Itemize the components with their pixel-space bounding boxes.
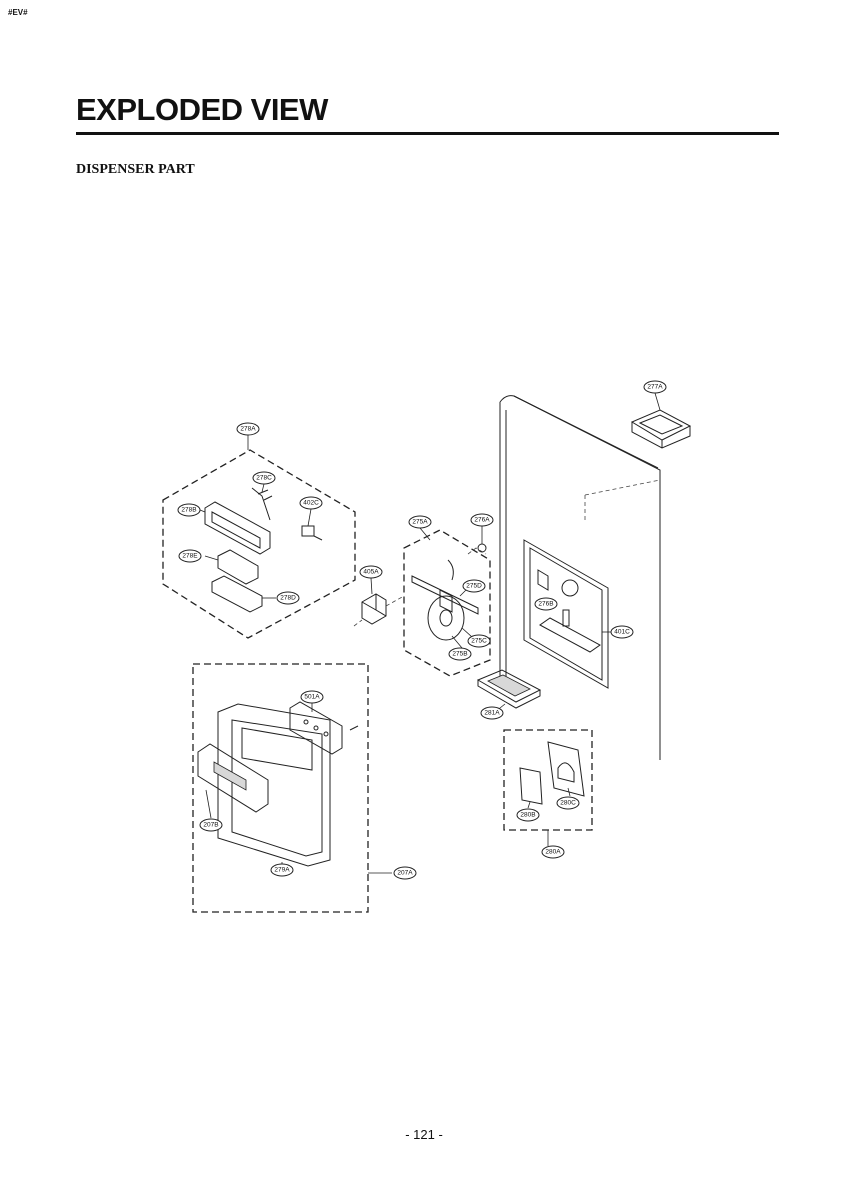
callout-402C: 402C	[299, 496, 323, 510]
svg-text:278A: 278A	[240, 426, 256, 433]
callout-278A: 278A	[236, 422, 260, 436]
callout-281A: 281A	[480, 706, 504, 720]
svg-text:207A: 207A	[397, 870, 413, 877]
callout-279A: 279A	[270, 863, 294, 877]
callout-207A: 207A	[393, 866, 417, 880]
callout-280A: 280A	[541, 845, 565, 859]
group-207A	[192, 663, 392, 913]
svg-text:277A: 277A	[647, 384, 663, 391]
group-280A	[503, 729, 593, 846]
svg-text:278E: 278E	[182, 553, 198, 560]
svg-text:401C: 401C	[614, 629, 630, 636]
svg-text:276B: 276B	[538, 601, 553, 608]
callout-277A: 277A	[643, 380, 667, 394]
page-number: - 121 -	[405, 1127, 443, 1142]
svg-text:405A: 405A	[363, 569, 379, 576]
part-276A	[467, 526, 487, 555]
callout-401C: 401C	[610, 625, 634, 639]
callout-275C: 275C	[467, 634, 491, 648]
group-275A	[403, 527, 491, 677]
svg-text:280C: 280C	[560, 800, 576, 807]
callout-276A: 276A	[470, 513, 494, 527]
callout-275B: 275B	[448, 647, 472, 661]
page-title: EXPLODED VIEW	[76, 92, 328, 127]
group-278A	[162, 435, 356, 639]
svg-text:501A: 501A	[304, 694, 320, 701]
callout-280C: 280C	[556, 796, 580, 810]
svg-text:275A: 275A	[412, 519, 428, 526]
callout-278E: 278E	[178, 549, 202, 563]
cap-part-277A	[630, 392, 692, 449]
door-panel	[499, 395, 661, 760]
section-title: DISPENSER PART	[76, 162, 195, 177]
svg-text:278C: 278C	[256, 475, 272, 482]
svg-text:281A: 281A	[484, 710, 500, 717]
callout-278C: 278C	[252, 471, 276, 485]
callout-276B: 276B	[534, 597, 558, 611]
dispenser-housing	[523, 539, 612, 689]
header-tag: #EV#	[8, 8, 28, 17]
drip-tray-281A	[476, 669, 542, 713]
callout-405A: 405A	[359, 565, 383, 579]
svg-text:207B: 207B	[203, 822, 218, 829]
callout-207B: 207B	[199, 818, 223, 832]
callout-275A: 275A	[408, 515, 432, 529]
svg-text:275C: 275C	[471, 638, 487, 645]
callout-278D: 278D	[276, 591, 300, 605]
svg-text:275D: 275D	[466, 583, 482, 590]
callout-280B: 280B	[516, 808, 540, 822]
svg-text:276A: 276A	[474, 517, 490, 524]
svg-text:275B: 275B	[452, 651, 467, 658]
callout-501A: 501A	[300, 690, 324, 704]
svg-text:280A: 280A	[545, 849, 561, 856]
title-rule	[76, 132, 779, 135]
svg-text:278B: 278B	[181, 507, 196, 514]
svg-text:280B: 280B	[520, 812, 535, 819]
svg-text:402C: 402C	[303, 500, 319, 507]
svg-text:278D: 278D	[280, 595, 296, 602]
callout-278B: 278B	[177, 503, 201, 517]
svg-text:279A: 279A	[274, 867, 290, 874]
motor-405A	[353, 577, 405, 627]
callout-275D: 275D	[462, 579, 486, 593]
